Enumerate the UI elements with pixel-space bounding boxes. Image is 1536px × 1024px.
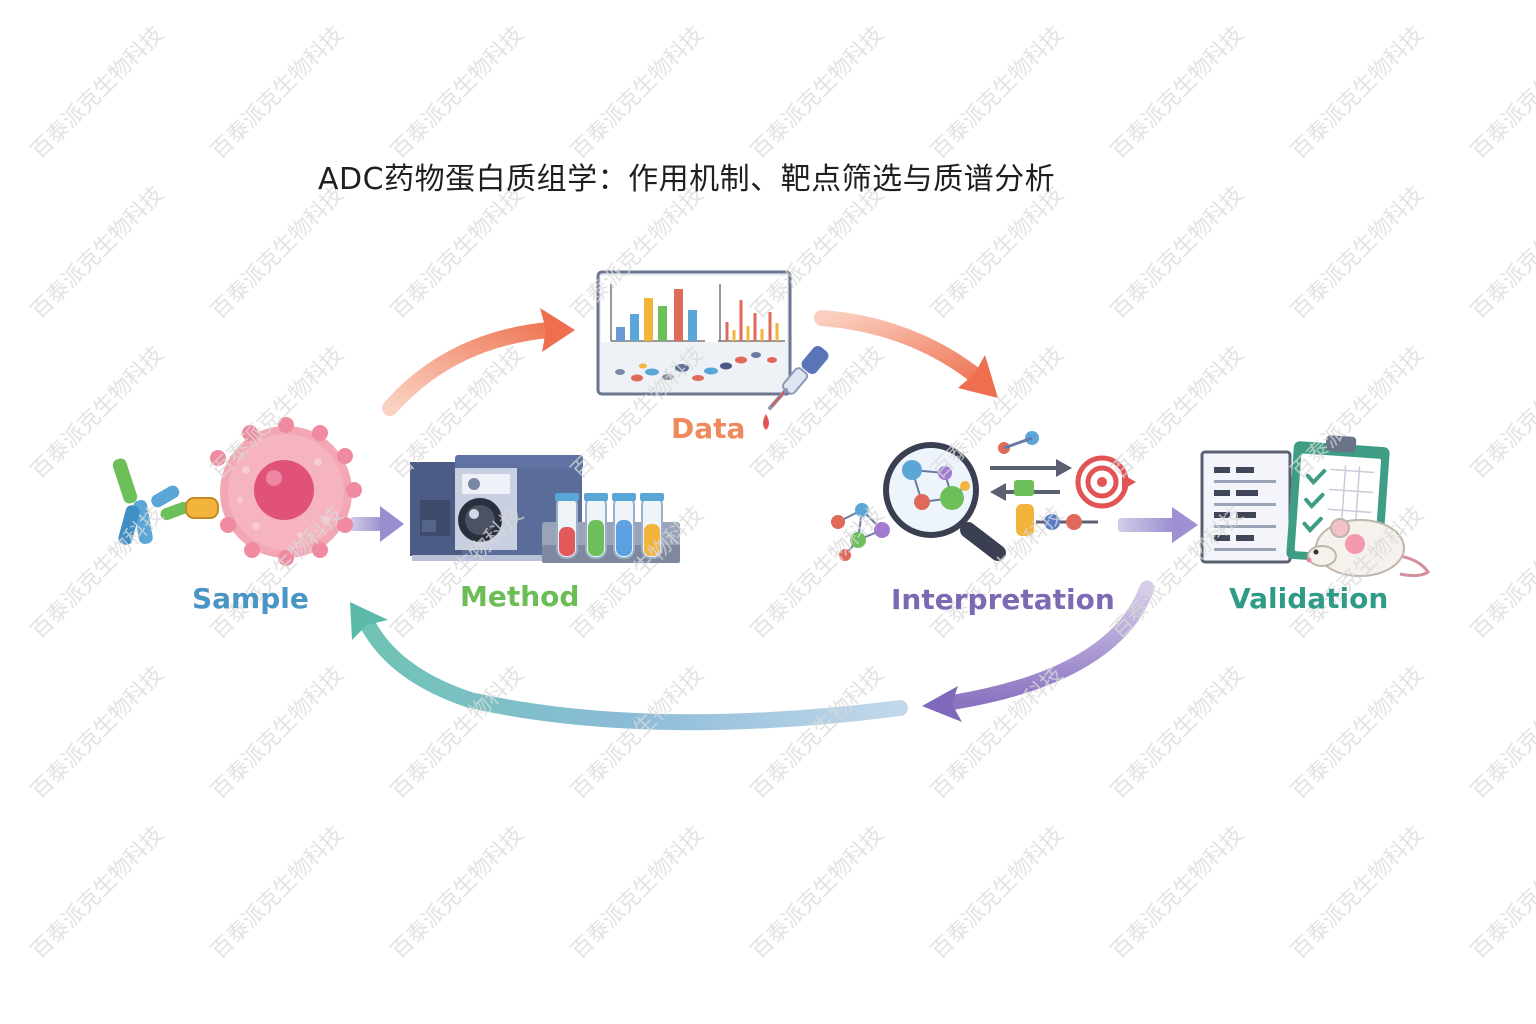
arrow-to-data bbox=[382, 308, 575, 416]
stage-label-data: Data bbox=[671, 412, 746, 445]
page-title: ADC药物蛋白质组学：作用机制、靶点筛选与质谱分析 bbox=[318, 162, 1056, 197]
data-chart-panel bbox=[596, 270, 792, 396]
pipette-icon bbox=[763, 345, 829, 430]
network-icon bbox=[831, 503, 890, 561]
magnifier-icon bbox=[883, 442, 1006, 561]
stage-label-sample: Sample bbox=[192, 582, 309, 615]
arrow-interpretation-to-validation bbox=[1118, 507, 1198, 543]
arrow-validation-down bbox=[922, 580, 1155, 722]
stage-label-validation: Validation bbox=[1229, 582, 1389, 615]
stage-label-interpretation: Interpretation bbox=[891, 583, 1115, 616]
mass-spectrometer-icon bbox=[410, 455, 583, 561]
report-document-icon bbox=[1200, 450, 1292, 564]
test-tubes-icon bbox=[542, 493, 680, 563]
lab-mouse-icon bbox=[1306, 518, 1431, 578]
pathway-arrows-icon bbox=[990, 431, 1098, 536]
stage-label-method: Method bbox=[460, 580, 580, 613]
arrow-sample-to-method bbox=[350, 506, 404, 542]
arrow-return-to-sample bbox=[350, 602, 908, 731]
cancer-cell-icon bbox=[210, 417, 362, 566]
target-icon bbox=[1075, 455, 1136, 509]
arrow-to-interpretation bbox=[814, 310, 998, 398]
